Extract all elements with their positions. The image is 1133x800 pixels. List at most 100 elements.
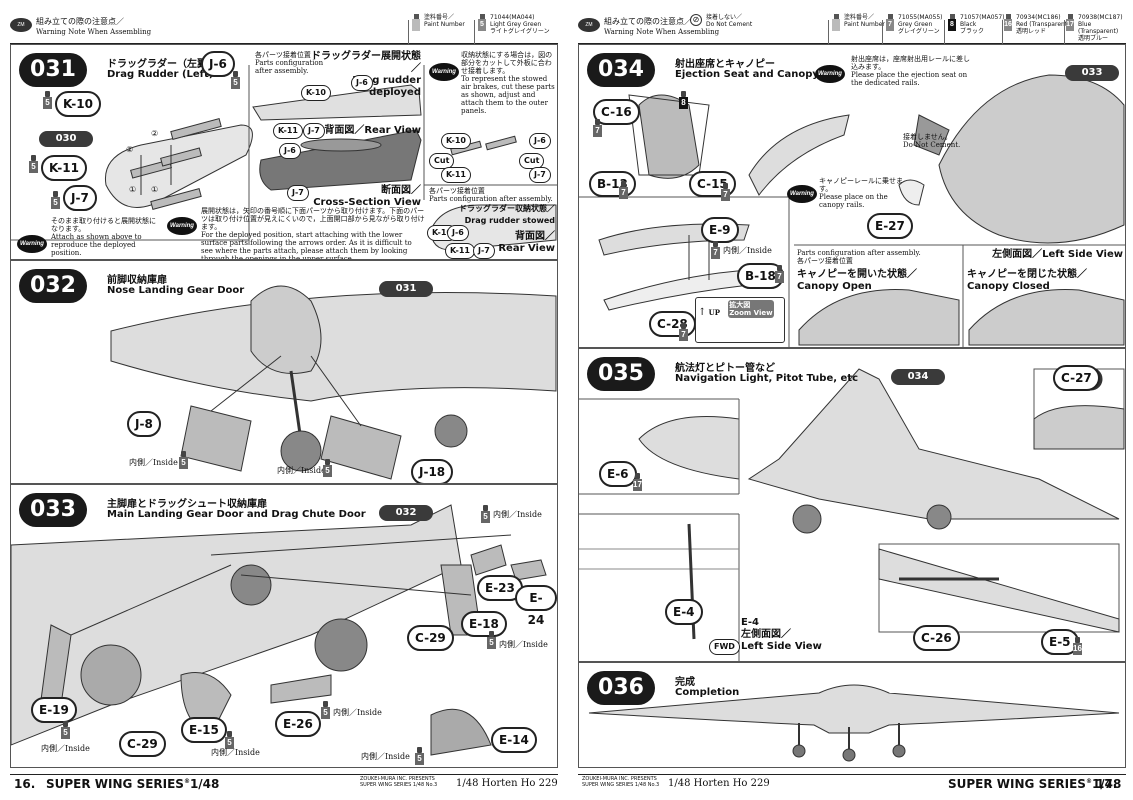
part-callout-e4: E-4 bbox=[665, 599, 703, 625]
paint-pot-icon: 8 bbox=[948, 14, 956, 36]
right-page: ZM 組み立ての際の注意点／ Warning Note When Assembl… bbox=[578, 8, 1126, 792]
step-032: 032 前脚収納庫扉 Nose Landing Gear Door 031 J-… bbox=[10, 260, 558, 484]
paint-pot-icon bbox=[832, 14, 840, 36]
order-marker: ① bbox=[151, 185, 159, 194]
left-side-view-label: 左側面図／Left Side View bbox=[992, 249, 1123, 260]
step-title-en: Ejection Seat and Canopy bbox=[675, 69, 819, 80]
part-callout-k10: K-10 bbox=[441, 133, 471, 149]
part-callout-c27: C-27 bbox=[1053, 365, 1100, 391]
part-callout-e6: E-6 bbox=[599, 461, 637, 487]
part-callout-j8: J-8 bbox=[127, 411, 161, 437]
paint-pot-icon: 5 bbox=[481, 505, 490, 525]
paint-16-legend: 16 70934(MC186)Red (Transparent)透明レッド bbox=[1004, 14, 1070, 35]
left-footer: 16. SUPER WING SERIES®1/48 ZOUKEI-MURA I… bbox=[10, 774, 558, 792]
paint-pot-icon: 5 bbox=[61, 721, 70, 741]
order-marker: ② bbox=[126, 145, 134, 154]
warning-icon: Warning bbox=[429, 63, 459, 81]
step-number-032: 032 bbox=[19, 269, 87, 303]
paint-pot-icon: 8 bbox=[679, 91, 688, 111]
model-name: 1/48 Horten Ho 229 bbox=[456, 778, 558, 789]
paint-pot-icon: 7 bbox=[679, 323, 688, 343]
paint-number-legend: 塗料番号／Paint Number bbox=[832, 14, 885, 44]
header-ja: 組み立ての際の注意点／ bbox=[604, 17, 692, 26]
part-callout-k10: K-10 bbox=[301, 85, 331, 101]
step-title-ja: ドラッグラダー（左翼） bbox=[107, 59, 217, 70]
inside-label: 内側／Inside bbox=[277, 466, 326, 475]
step-title-en: Nose Landing Gear Door bbox=[107, 285, 245, 296]
model-name: 1/48 Horten Ho 229 bbox=[668, 778, 770, 789]
part-callout-c16: C-16 bbox=[593, 99, 640, 125]
paint-pot-icon: 5 bbox=[43, 91, 52, 111]
paint-pot-icon: 5 bbox=[225, 731, 234, 751]
step-036: 036 完成 Completion bbox=[578, 662, 1126, 768]
paint-pot-icon: 7 bbox=[593, 119, 602, 139]
ejection-seat-note: 射出座席は，座席射出用レールに差し込みます。Please place the e… bbox=[851, 55, 970, 87]
part-callout-e15: E-15 bbox=[181, 717, 227, 743]
paint-pot-icon: 5 bbox=[231, 71, 240, 91]
warning-icon: Warning bbox=[17, 235, 47, 253]
step-title-en: Main Landing Gear Door and Drag Chute Do… bbox=[107, 509, 366, 520]
stowed-label: ドラッグラダー収納状態／Drag rudder stowed bbox=[459, 204, 555, 225]
inside-label: 内側／Inside bbox=[493, 510, 542, 519]
step-number-033: 033 bbox=[19, 493, 87, 527]
brand-logo: ZM bbox=[578, 18, 600, 32]
inside-label: 内側／Inside bbox=[211, 748, 260, 757]
paint-pot-icon: 7 bbox=[619, 181, 628, 201]
step-number-031: 031 bbox=[19, 53, 87, 87]
part-callout-j18: J-18 bbox=[411, 459, 454, 483]
reference-step-031: 031 bbox=[379, 281, 433, 297]
part-callout-k11: K-11 bbox=[445, 243, 475, 259]
stowed-warning-note: 収納状態にする場合は，図の部分をカットして外板に合わせ接着します。To repr… bbox=[461, 51, 555, 115]
reference-step-032: 032 bbox=[379, 505, 433, 521]
brand-logo: ZM bbox=[10, 18, 32, 32]
paint-pot-icon: 7 bbox=[775, 265, 784, 285]
part-callout-j7: J-7 bbox=[529, 167, 551, 183]
step-033: 033 主脚扉とドラッグシュート収納庫扉 Main Landing Gear D… bbox=[10, 484, 558, 768]
reference-step-034: 034 bbox=[891, 369, 945, 385]
warning-icon: Warning bbox=[815, 65, 845, 83]
paint-pot-icon: 5 bbox=[323, 459, 332, 479]
inside-label: 内側／Inside bbox=[129, 458, 178, 467]
step-title-en: Navigation Light, Pitot Tube, etc bbox=[675, 373, 859, 384]
step-number-035: 035 bbox=[587, 357, 655, 391]
paint-pot-icon: 5 bbox=[478, 14, 486, 36]
part-callout-j6: J-6 bbox=[351, 75, 373, 91]
inside-label: 内側／Inside bbox=[41, 744, 90, 753]
header-en: Warning Note When Assembling bbox=[604, 28, 720, 36]
part-callout-e14: E-14 bbox=[491, 727, 537, 753]
part-callout-j7: J-7 bbox=[303, 123, 325, 139]
series-title: SUPER WING SERIES®1/48 bbox=[948, 777, 1122, 791]
page-number: 17. bbox=[1096, 777, 1118, 791]
part-callout-k10: K-10 bbox=[55, 91, 101, 117]
part-callout-j7: J-7 bbox=[287, 185, 309, 201]
paint-pot-icon bbox=[412, 14, 420, 36]
canopy-open-label: キャノピーを開いた状態／Canopy Open bbox=[797, 269, 917, 292]
part-callout-k11: K-11 bbox=[273, 123, 303, 139]
parts-config-note: Parts configuration after assembly.各パーツ接… bbox=[797, 249, 921, 265]
step-031: 031 ドラッグラダー（左翼） Drag Rudder (Left) J-6 5… bbox=[10, 44, 558, 260]
step-title-ja: 前脚収納庫扉 bbox=[107, 275, 167, 286]
right-header: ZM 組み立ての際の注意点／ Warning Note When Assembl… bbox=[578, 14, 1126, 46]
warning-icon: Warning bbox=[787, 185, 817, 203]
canopy-closed-label: キャノピーを閉じた状態／Canopy Closed bbox=[967, 269, 1087, 292]
drag-rudder-illustration bbox=[11, 65, 557, 251]
paint-pot-icon: 17 bbox=[633, 473, 642, 493]
do-not-cement-legend: ⊘ 接着しない／Do Not Cement bbox=[690, 14, 752, 44]
series-title: SUPER WING SERIES®1/48 bbox=[46, 777, 220, 791]
part-callout-j6: J-6 bbox=[529, 133, 551, 149]
page-number: 16. bbox=[14, 777, 36, 791]
completed-aircraft-illustration bbox=[588, 684, 1120, 762]
deployed-order-note: 展開状態は，矢印の番号順に下面パーツから取り付けます。下面のパーツは取り付け位置… bbox=[201, 207, 425, 260]
paint-17-legend: 17 70938(MC187)Blue (Transparent)透明ブルー bbox=[1066, 14, 1123, 42]
up-arrow-icon: ↑ bbox=[698, 307, 707, 318]
cut-mark: Cut bbox=[429, 153, 455, 169]
part-callout-c26: C-26 bbox=[913, 625, 960, 651]
part-callout-c29: C-29 bbox=[119, 731, 166, 757]
inside-label: 内側／Inside bbox=[333, 708, 382, 717]
part-callout-e9: E-9 bbox=[701, 217, 739, 243]
